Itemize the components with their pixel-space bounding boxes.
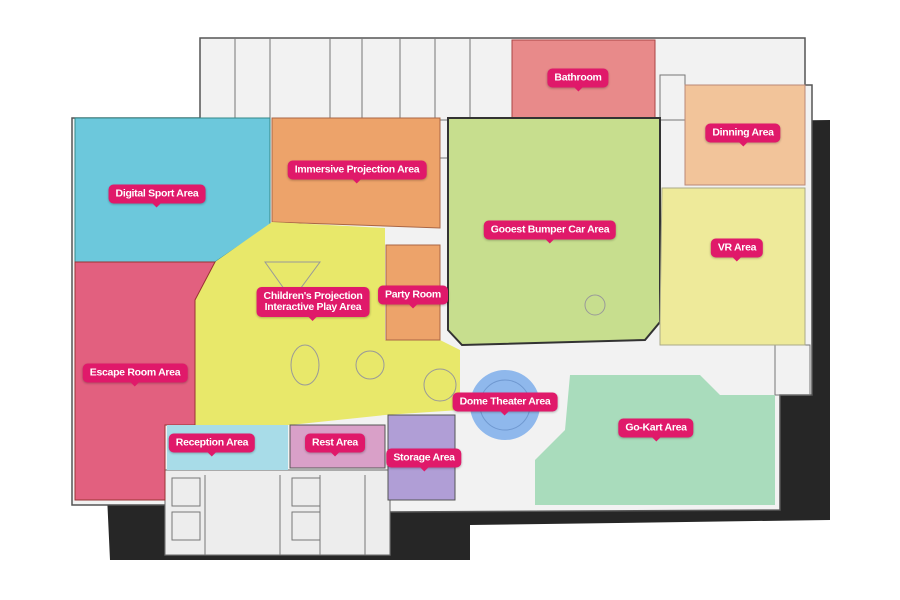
label-escape-room[interactable]: Escape Room Area (82, 363, 188, 387)
stairwell-area (164, 469, 391, 556)
label-bumper-car[interactable]: Gooest Bumper Car Area (483, 220, 617, 244)
plan-lines (171, 38, 811, 555)
play-equipment (264, 261, 606, 402)
label-bathroom[interactable]: Bathroom (547, 68, 609, 92)
label-storage[interactable]: Storage Area (386, 448, 462, 472)
label-dining[interactable]: Dinning Area (705, 123, 781, 147)
zone-childrens-play[interactable] (195, 222, 460, 425)
label-party-room[interactable]: Party Room (378, 285, 448, 309)
zone-vr[interactable] (659, 187, 806, 346)
label-vr[interactable]: VR Area (710, 238, 764, 262)
label-digital-sport[interactable]: Digital Sport Area (108, 184, 206, 208)
label-dome-theater[interactable]: Dome Theater Area (452, 392, 558, 416)
label-reception[interactable]: Reception Area (168, 433, 256, 457)
label-childrens-play[interactable]: Children's Projection Interactive Play A… (256, 287, 370, 321)
label-childrens-play-line2: Interactive Play Area (264, 301, 362, 313)
label-immersive[interactable]: Immersive Projection Area (287, 160, 427, 184)
label-go-kart[interactable]: Go-Kart Area (618, 418, 694, 442)
label-rest[interactable]: Rest Area (305, 433, 365, 457)
label-childrens-play-line1: Children's Projection (263, 290, 363, 302)
